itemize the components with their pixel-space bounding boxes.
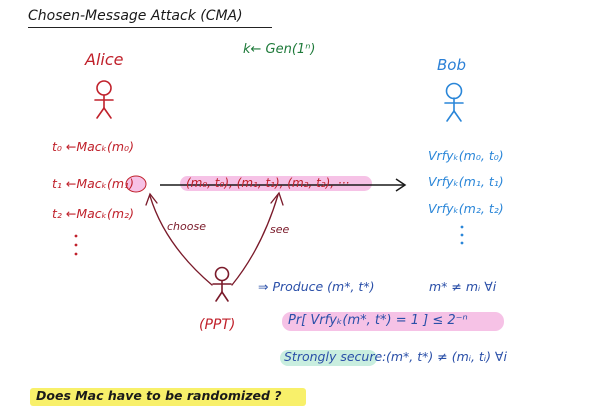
bob-ellipsis-icon bbox=[460, 225, 464, 245]
strongly-secure-condition: (m*, t*) ≠ (mᵢ, tᵢ) ∀i bbox=[386, 349, 507, 364]
probability-bound: Pr[ Vrfyₖ(m*, t*) = 1 ] ≤ 2⁻ⁿ bbox=[288, 313, 468, 328]
see-label: see bbox=[270, 223, 290, 236]
vrfy-line-0: Vrfyₖ(m₀, t₀) bbox=[428, 148, 504, 163]
mac-line-2: t₂ ←Macₖ(m₂) bbox=[52, 206, 134, 221]
keygen-label: k← Gen(1ⁿ) bbox=[243, 42, 316, 57]
mac-line-1: t₁ ←Macₖ(m₁) bbox=[52, 176, 134, 191]
alice-label: Alice bbox=[85, 50, 124, 69]
ppt-label: (PPT) bbox=[199, 317, 236, 333]
choose-arrow-icon bbox=[145, 192, 213, 286]
strongly-secure-label: Strongly secure: bbox=[284, 349, 387, 364]
question-highlight bbox=[30, 388, 306, 406]
produce-label: ⇒ Produce (m*, t*) bbox=[258, 279, 375, 294]
bob-label: Bob bbox=[437, 56, 466, 74]
m1-highlight bbox=[125, 175, 147, 193]
choose-label: choose bbox=[167, 220, 206, 233]
vrfy-line-2: Vrfyₖ(m₂, t₂) bbox=[428, 201, 504, 216]
mac-line-0: t₀ ←Macₖ(m₀) bbox=[52, 139, 134, 154]
title-underline bbox=[28, 27, 272, 28]
pairs-arrow-icon bbox=[160, 178, 407, 192]
strongly-highlight bbox=[280, 350, 377, 366]
question-text: Does Mac have to be randomized ? bbox=[36, 388, 282, 403]
alice-figure-icon bbox=[94, 80, 114, 119]
diagram-title: Chosen-Message Attack (CMA) bbox=[28, 8, 243, 24]
pairs-highlight bbox=[180, 176, 372, 191]
vrfy-line-1: Vrfyₖ(m₁, t₁) bbox=[428, 174, 504, 189]
see-arrow-icon bbox=[231, 191, 284, 286]
bob-figure-icon bbox=[444, 82, 464, 122]
probability-highlight bbox=[282, 312, 504, 331]
alice-ellipsis-icon bbox=[74, 234, 78, 256]
message-tag-pairs: (m₀, t₀), (m₁, t₁), (m₂, t₂), ··· bbox=[186, 176, 350, 190]
fresh-message-condition: m* ≠ mᵢ ∀i bbox=[429, 279, 497, 294]
adversary-figure-icon bbox=[212, 266, 232, 302]
